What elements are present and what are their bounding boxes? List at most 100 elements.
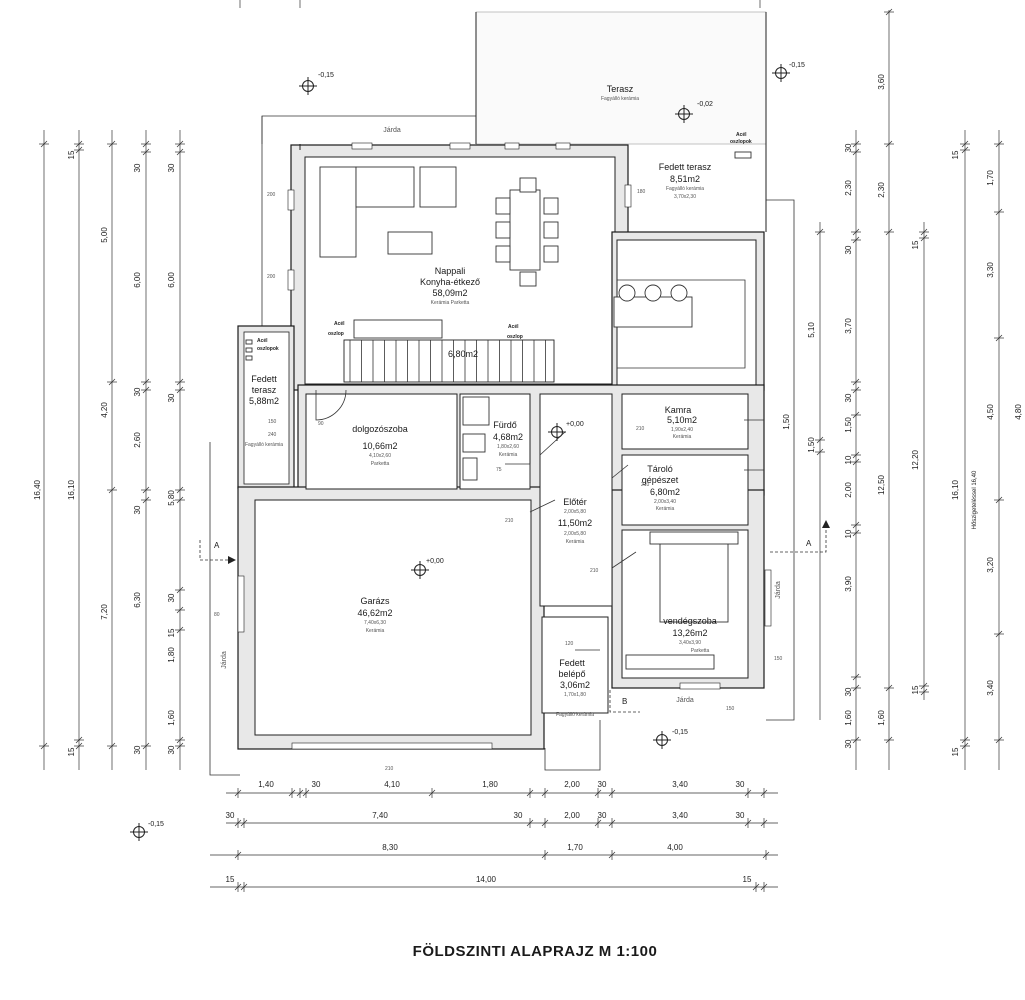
acel-oszlop-2b: oszlop xyxy=(507,334,523,340)
section-marker-b xyxy=(609,690,640,713)
level-terasz: -0,02 xyxy=(697,101,713,108)
acel-oszlop-1a: Acél xyxy=(334,321,345,327)
acel-oszlopok-left-2: oszlopok xyxy=(257,346,279,352)
dim-l3-0: 5,00 xyxy=(100,227,109,243)
opening-9: 210 xyxy=(641,482,650,488)
door-swings xyxy=(315,389,764,651)
jarda-left: Járda xyxy=(221,651,228,669)
dim-l4-4: 30 xyxy=(133,505,142,514)
dim-r2-4: 30 xyxy=(844,393,853,402)
opening-12: 80 xyxy=(214,612,220,618)
dim-r3-2: 12,50 xyxy=(877,474,886,495)
eloter-sub: Kerámia xyxy=(566,539,585,545)
dim-bottom-row4: 15 14,00 15 xyxy=(226,875,752,884)
dim-b2-0: 30 xyxy=(226,811,235,820)
fedett-terasz-top-name: Fedett terasz xyxy=(659,162,712,172)
hoszigeteles-label: Hőszigeteléssel 16,40 xyxy=(972,470,978,529)
living-furniture xyxy=(319,166,746,369)
dolgozoszoba-size: 4,10x2,60 xyxy=(369,453,391,459)
dim-r2-12: 30 xyxy=(844,739,853,748)
dim-r5-2: 15 xyxy=(951,747,960,756)
fedett-belepo-area: 3,06m2 xyxy=(560,680,590,690)
dim-l2-2: 15 xyxy=(67,747,76,756)
dolgozoszoba-sub: Parketta xyxy=(371,461,390,467)
section-marker-a-right xyxy=(770,520,830,553)
acel-oszlopok-left-1: Acél xyxy=(257,338,268,344)
level-top-left: -0,15 xyxy=(318,72,334,79)
dim-b1-7: 30 xyxy=(736,780,745,789)
fedett-terasz-left-area: 5,88m2 xyxy=(249,396,279,406)
level-hall: +0,00 xyxy=(566,421,584,428)
dim-l4-2: 30 xyxy=(133,387,142,396)
dim-r5-0: 16,10 xyxy=(951,479,960,500)
nappali-name: Nappali xyxy=(435,266,466,276)
nappali-name2: Konyha-étkező xyxy=(420,277,480,287)
stair-area: 6,80m2 xyxy=(448,349,478,359)
dim-l1-0: 16,40 xyxy=(33,479,42,500)
window-marks xyxy=(237,142,772,750)
level-markers xyxy=(130,64,790,841)
dim-b2-4: 30 xyxy=(598,811,607,820)
fedett-belepo-name2: belépő xyxy=(558,669,585,679)
dim-l4-1: 6,00 xyxy=(133,272,142,288)
opening-11: 210 xyxy=(590,568,599,574)
tarolo-name2: gépészet xyxy=(642,475,679,485)
furdo-sub: Kerámia xyxy=(499,452,518,458)
dim-l5-2: 30 xyxy=(167,393,176,402)
dim-b3-1: 1,70 xyxy=(567,843,583,852)
dim-r6-0: 1,70 xyxy=(986,170,995,186)
jarda-right: Járda xyxy=(775,581,782,599)
furdo-name: Fürdő xyxy=(493,420,517,430)
dim-b2-2: 30 xyxy=(514,811,523,820)
section-marker-a-left xyxy=(199,540,236,564)
dim-b1-2: 4,10 xyxy=(384,780,400,789)
dolgozoszoba-area: 10,66m2 xyxy=(362,441,397,451)
section-a-left-label: A xyxy=(214,541,220,550)
dim-r2-7: 2,00 xyxy=(844,482,853,498)
dolgozoszoba-name: dolgozószoba xyxy=(352,424,408,434)
dim-b2-1: 7,40 xyxy=(372,811,388,820)
opening-7: 75 xyxy=(496,467,502,473)
fedett-belepo-size: 1,70x1,80 xyxy=(564,692,586,698)
dim-r2-6: 10 xyxy=(844,455,853,464)
fedett-terasz-left-name2: terasz xyxy=(252,385,277,395)
opening-1: 200 xyxy=(267,192,276,198)
dim-b4-0: 15 xyxy=(226,875,235,884)
dim-r7-0: 4,80 xyxy=(1014,404,1023,420)
vendegszoba-sub: Parketta xyxy=(691,648,710,654)
eloter-size2: 2,00x5,80 xyxy=(564,531,586,537)
vendegszoba-name: vendégszoba xyxy=(663,616,717,626)
opening-5: 240 xyxy=(268,432,277,438)
dim-r6-3: 3,20 xyxy=(986,557,995,573)
dim-b1-1: 30 xyxy=(312,780,321,789)
terasz-area xyxy=(475,11,767,232)
dim-r3-1: 2,30 xyxy=(877,182,886,198)
dim-b1-3: 1,80 xyxy=(482,780,498,789)
dim-r4-0: 15 xyxy=(911,240,920,249)
dim-l5-8: 30 xyxy=(167,745,176,754)
dim-b1-0: 1,40 xyxy=(258,780,274,789)
dim-r3-3: 1,60 xyxy=(877,710,886,726)
inner-rooms xyxy=(305,393,749,714)
opening-6: 90 xyxy=(318,421,324,427)
tarolo-area: 6,80m2 xyxy=(650,487,680,497)
fedett-terasz-left-name: Fedett xyxy=(251,374,277,384)
dim-b3-2: 4,00 xyxy=(667,843,683,852)
dim-b4-1: 14,00 xyxy=(476,875,497,884)
dim-b2-5: 3,40 xyxy=(672,811,688,820)
tarolo-name: Tároló xyxy=(647,464,673,474)
dim-b3-0: 8,30 xyxy=(382,843,398,852)
garazs-area: 46,62m2 xyxy=(357,608,392,618)
dim-l5-4: 30 xyxy=(167,593,176,602)
steel-columns xyxy=(245,151,752,361)
fedett-terasz-top-area: 8,51m2 xyxy=(670,174,700,184)
fedett-belepo-name: Fedett xyxy=(559,658,585,668)
eloter-size1: 2,00x5,80 xyxy=(564,509,586,515)
level-texts: -0,15 -0,15 -0,02 +0,00 +0,00 -0,15 -0,1… xyxy=(148,62,805,828)
dim-r1-2: 1,50 xyxy=(782,414,791,430)
kamra-sub: Kerámia xyxy=(673,434,692,440)
dim-r6-4: 3,40 xyxy=(986,680,995,696)
dim-r2-8: 10 xyxy=(844,529,853,538)
bathroom-fixtures xyxy=(462,396,490,481)
